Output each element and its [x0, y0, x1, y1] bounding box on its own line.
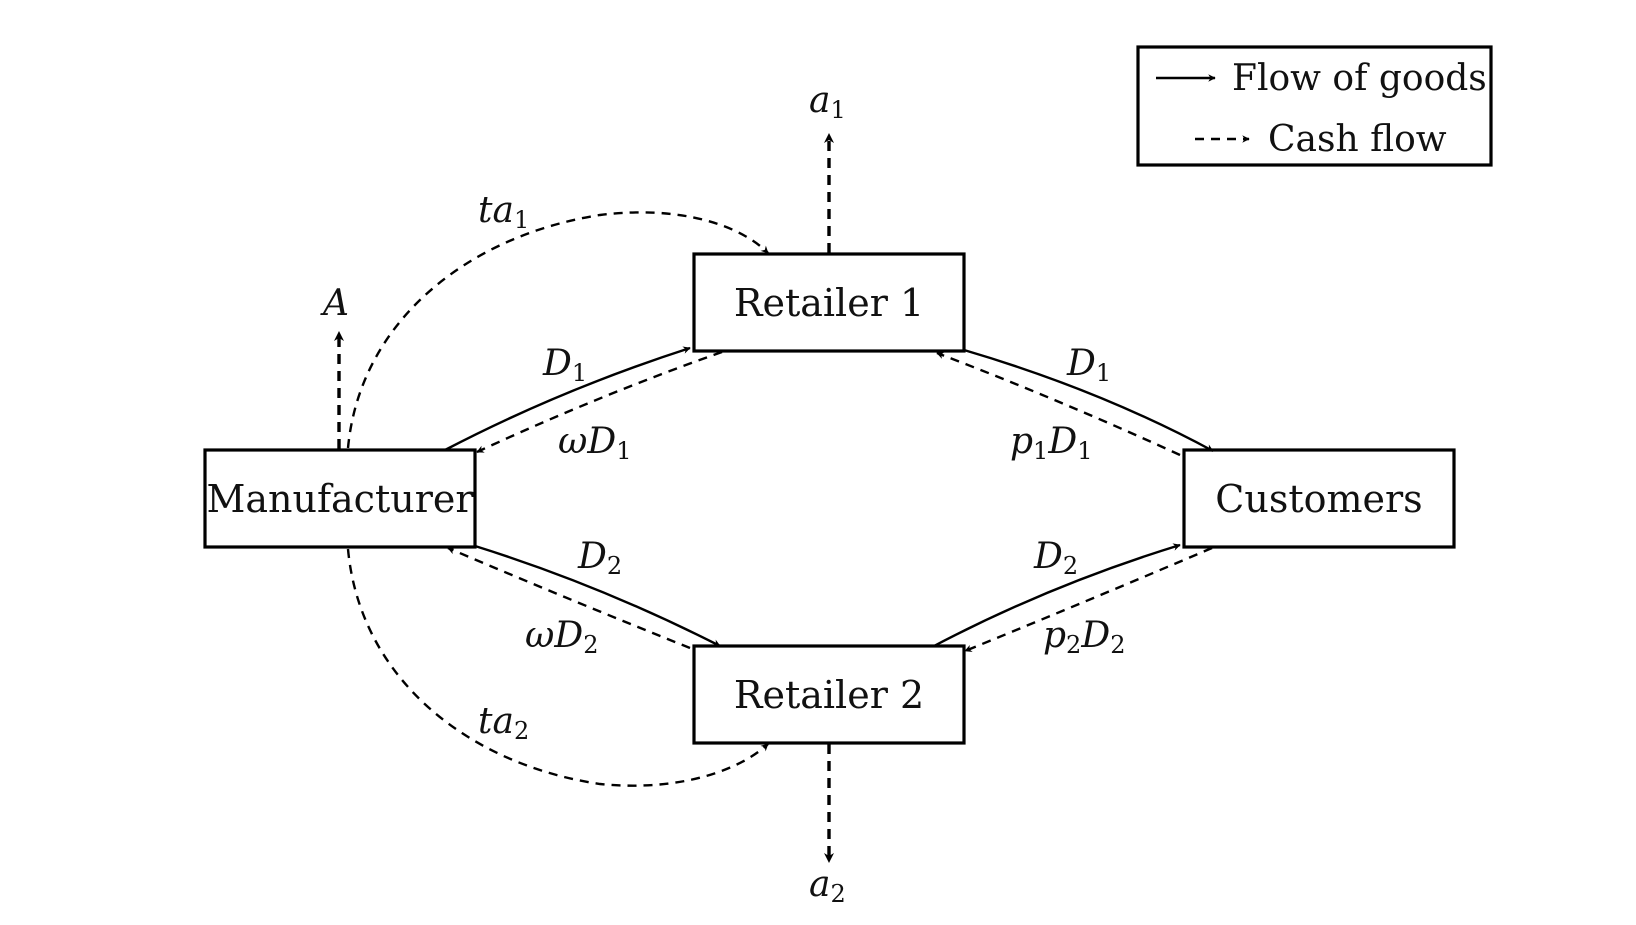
legend-cash-label: Cash flow — [1268, 119, 1447, 160]
label-A: A — [320, 283, 349, 324]
cash-arrow-retailer2-manufacturer — [447, 546, 691, 650]
label-D2-left: D2 — [577, 536, 622, 580]
legend-goods-label: Flow of goods — [1232, 58, 1487, 99]
label-D1-right: D1 — [1066, 343, 1111, 387]
label-p2-D2: p2D2 — [1043, 615, 1125, 659]
label-D1-left: D1 — [542, 343, 587, 387]
label-ta1: ta1 — [478, 190, 529, 234]
cash-arrow-manufacturer-retailer2-ta2 — [346, 548, 769, 787]
label-p1-D1: p1D1 — [1010, 421, 1092, 465]
goods-arrow-retailer1-customers — [963, 348, 1214, 453]
node-manufacturer: Manufacturer — [203, 448, 477, 549]
label-ta2: ta2 — [478, 701, 529, 745]
cash-arrow-retailer1-manufacturer — [476, 350, 723, 454]
label-omega-D2: ωD2 — [525, 615, 599, 659]
retailer-1-label: Retailer 1 — [734, 281, 924, 325]
legend: Flow of goods Cash flow — [1136, 45, 1493, 167]
goods-arrow-manufacturer-retailer2 — [474, 544, 721, 648]
goods-arrow-manufacturer-retailer1 — [444, 346, 691, 452]
label-D2-right: D2 — [1033, 536, 1078, 580]
cash-arrow-manufacturer-retailer1-ta1 — [346, 211, 769, 449]
cash-arrow-customers-retailer2 — [964, 546, 1213, 653]
node-retailer-1: Retailer 1 — [692, 252, 966, 353]
manufacturer-label: Manufacturer — [206, 477, 474, 521]
label-a1: a1 — [809, 80, 846, 124]
customers-label: Customers — [1215, 477, 1422, 521]
node-retailer-2: Retailer 2 — [692, 644, 966, 745]
goods-arrow-retailer2-customers — [933, 543, 1181, 648]
legend-box — [1136, 45, 1493, 167]
label-a2: a2 — [809, 864, 846, 908]
label-omega-D1: ωD1 — [558, 421, 632, 465]
node-customers: Customers — [1182, 448, 1456, 549]
retailer-2-label: Retailer 2 — [734, 673, 924, 717]
cash-arrow-customers-retailer1 — [936, 351, 1181, 457]
